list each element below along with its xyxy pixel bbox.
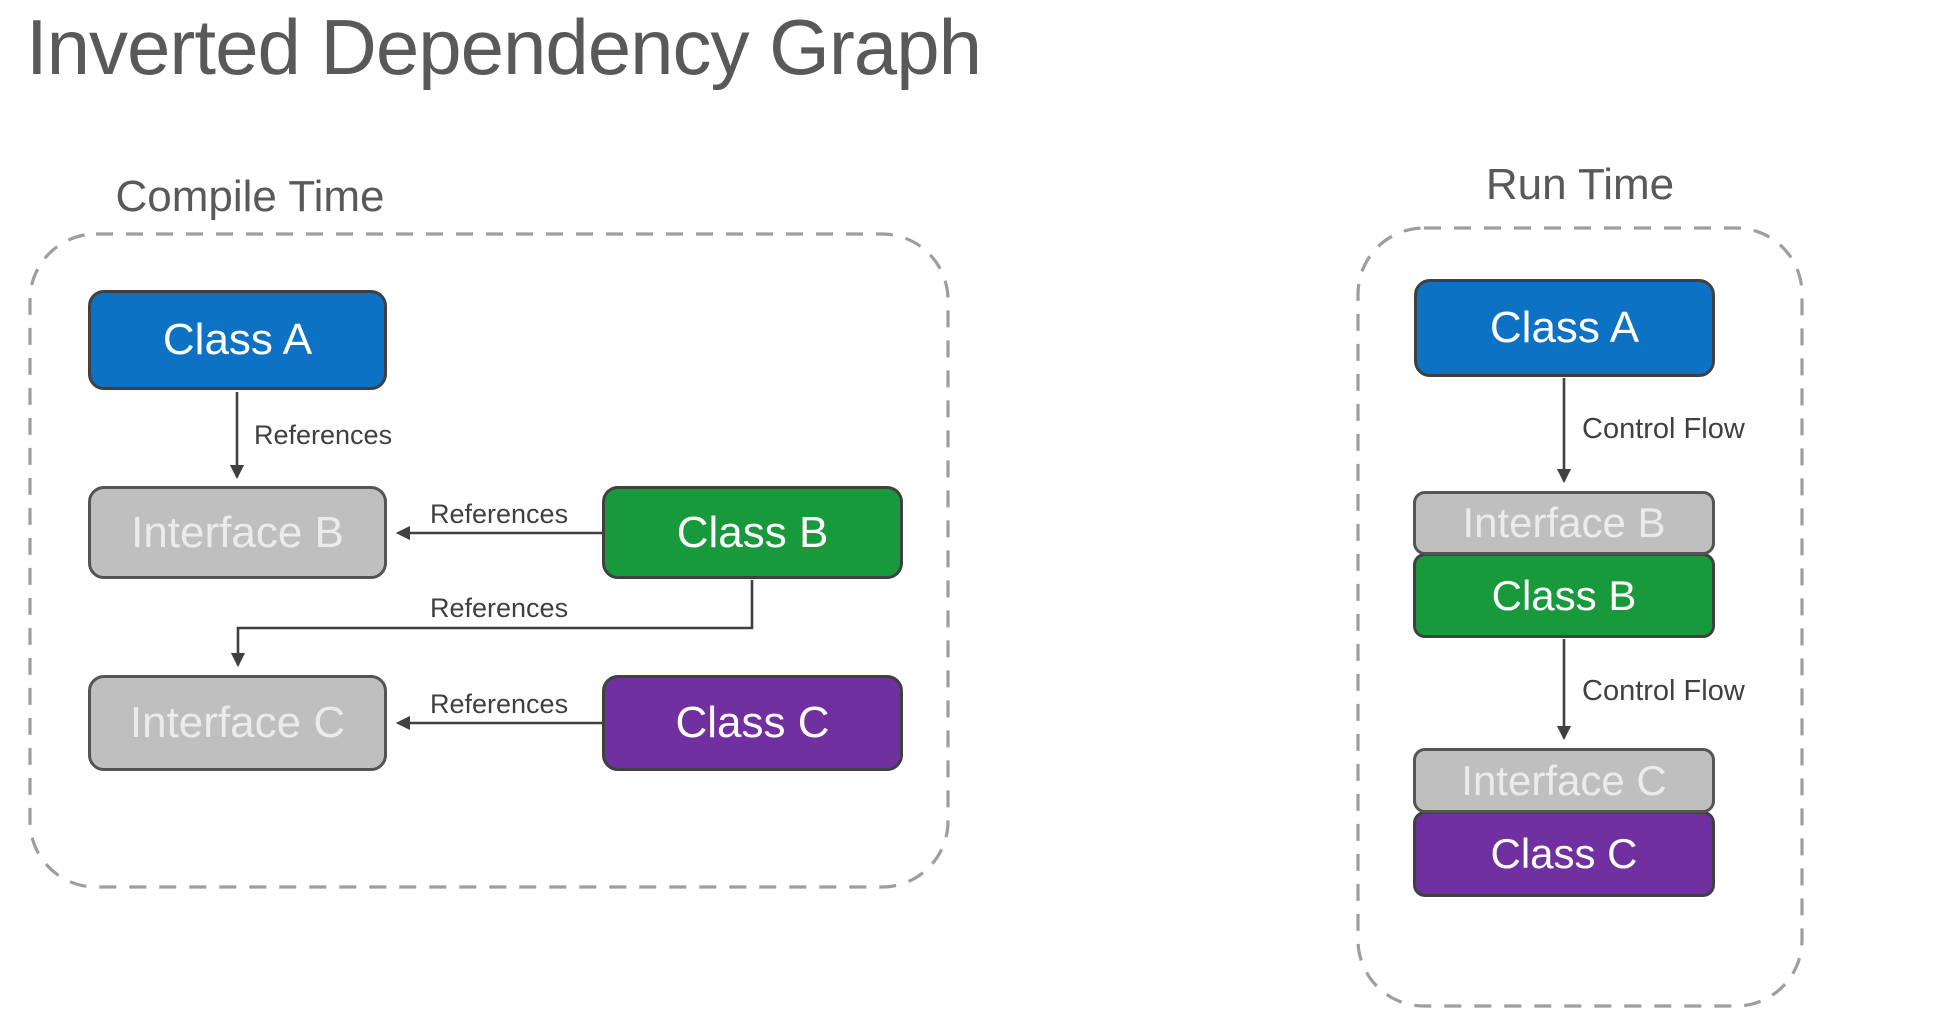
run-node-interface-c-label: Interface C [1461, 756, 1667, 804]
compile-edge-label-references-4: References [430, 689, 569, 719]
run-node-interface-c: Interface C [1413, 748, 1715, 813]
compile-node-class-c: Class C [602, 675, 903, 771]
compile-time-label: Compile Time [115, 172, 385, 221]
compile-node-class-c-label: Class C [675, 698, 830, 747]
compile-node-interface-c-label: Interface C [129, 698, 346, 747]
compile-edge-label-references-3: References [430, 593, 569, 623]
run-node-class-c: Class C [1413, 811, 1715, 897]
compile-node-interface-b-label: Interface B [131, 507, 344, 557]
compile-edge-label-references-1: References [254, 420, 393, 450]
page-title: Inverted Dependency Graph [26, 3, 982, 91]
compile-node-class-b: Class B [602, 486, 903, 579]
compile-node-interface-b: Interface B [88, 486, 387, 579]
compile-node-class-a-label: Class A [162, 315, 313, 364]
run-edge-label-control-flow-1: Control Flow [1582, 413, 1745, 445]
run-node-class-c-label: Class C [1490, 830, 1638, 877]
run-edge-label-control-flow-2: Control Flow [1582, 675, 1745, 707]
run-node-interface-b-label: Interface B [1462, 499, 1666, 546]
run-node-class-b: Class B [1413, 553, 1715, 638]
compile-node-interface-c: Interface C [88, 675, 387, 771]
run-node-class-a-label: Class A [1489, 303, 1640, 352]
compile-edge-label-references-2: References [430, 499, 569, 529]
run-time-label: Run Time [1485, 160, 1675, 209]
run-node-class-b-label: Class B [1491, 571, 1637, 619]
run-node-class-a: Class A [1414, 279, 1715, 377]
run-node-interface-b: Interface B [1413, 491, 1715, 555]
compile-node-class-a: Class A [88, 290, 387, 390]
compile-node-class-b-label: Class B [676, 507, 829, 557]
